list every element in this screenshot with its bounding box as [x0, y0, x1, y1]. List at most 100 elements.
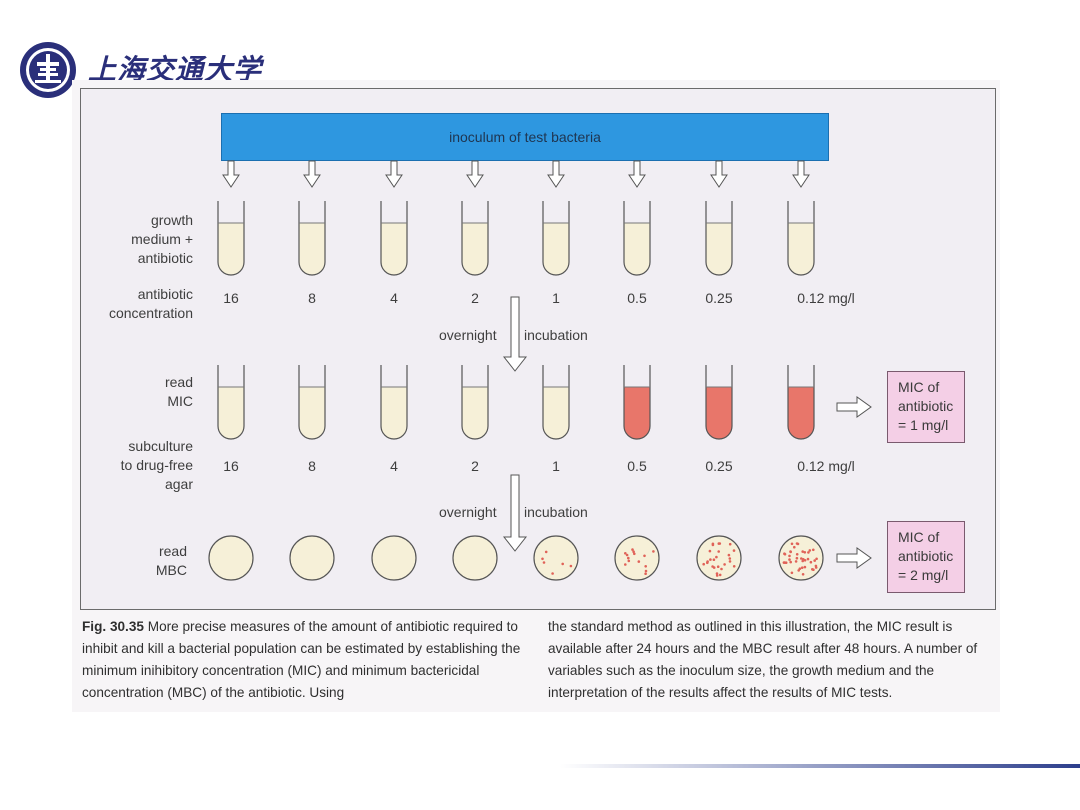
tube-growth-2 — [298, 201, 326, 276]
tube-growth-6 — [623, 201, 651, 276]
concentration-label: 16 — [223, 458, 239, 474]
colony-7-11 — [727, 553, 731, 557]
colony-8-24 — [815, 557, 818, 561]
colony-7-13 — [702, 562, 705, 566]
colony-8-27 — [796, 542, 800, 546]
colony-6-9 — [624, 563, 627, 566]
colony-6-13 — [625, 553, 629, 557]
tube-growth-4 — [461, 201, 489, 276]
colony-6-12 — [627, 559, 631, 563]
tube-growth-2-medium — [299, 223, 325, 275]
label-read-mic: read MIC — [164, 374, 193, 409]
caption-right-text: the standard method as outlined in this … — [548, 619, 978, 700]
tube-mic-8 — [787, 365, 815, 440]
tube-growth-3-medium — [381, 223, 407, 275]
tube-mic-7-medium — [706, 387, 732, 439]
tube-mic-5-medium — [543, 387, 569, 439]
colony-7-24 — [711, 542, 715, 546]
incubation-arrow-2 — [502, 474, 528, 552]
colony-8-6 — [807, 551, 810, 554]
label-antibiotic-concentration: antibiotic concentration — [108, 286, 193, 321]
incubation-label-left-1: overnight — [439, 327, 497, 343]
figure: inoculum of test bacteria growth medium … — [72, 80, 1000, 712]
label-read-mbc: read MBC — [155, 543, 187, 578]
colony-8-20 — [800, 557, 803, 560]
colony-8-10 — [801, 573, 805, 576]
colony-8-33 — [789, 560, 792, 564]
colony-7-22 — [712, 566, 716, 569]
inoculation-arrow-3 — [385, 160, 403, 188]
concentration-label: 0.12 mg/l — [797, 290, 855, 306]
colony-6-3 — [632, 550, 635, 553]
colony-7-9 — [728, 560, 732, 563]
colony-8-19 — [801, 550, 804, 553]
diagram-graphics — [208, 160, 872, 581]
colony-8-36 — [812, 568, 815, 571]
concentration-label: 2 — [471, 458, 479, 474]
tube-growth-7-medium — [706, 223, 732, 275]
colony-5-5 — [544, 550, 548, 554]
colony-5-3 — [542, 561, 546, 564]
mic-result-arrow — [836, 396, 872, 418]
tube-growth-5-medium — [543, 223, 569, 275]
colony-7-7 — [723, 563, 726, 566]
tube-mic-3 — [380, 365, 408, 440]
tube-mic-7 — [705, 365, 733, 440]
colony-6-5 — [637, 560, 641, 563]
colony-8-17 — [809, 560, 813, 564]
concentration-label: 4 — [390, 290, 398, 306]
colony-6-1 — [633, 552, 636, 556]
concentration-label: 0.25 — [705, 290, 733, 306]
incubation-arrow-1 — [502, 296, 528, 372]
caption-label: Fig. 30.35 — [82, 619, 144, 634]
agar-plate-6 — [614, 535, 660, 581]
inoculation-arrow-2 — [303, 160, 321, 188]
tube-growth-8 — [787, 201, 815, 276]
concentration-label: 2 — [471, 290, 479, 306]
colony-8-34 — [783, 552, 786, 555]
label-growth-medium: growth medium + antibiotic — [131, 212, 193, 266]
colony-6-8 — [643, 554, 646, 558]
colony-8-31 — [803, 565, 807, 569]
colony-6-14 — [644, 569, 648, 573]
tube-mic-3-medium — [381, 387, 407, 439]
tube-growth-5 — [542, 201, 570, 276]
colony-7-21 — [715, 555, 718, 559]
sjtu-emblem-icon — [20, 42, 76, 98]
colony-8-37 — [793, 545, 796, 549]
incubation-label-right-2: incubation — [524, 504, 588, 520]
colony-8-21 — [795, 553, 799, 556]
caption-left: Fig. 30.35 More precise measures of the … — [82, 616, 522, 704]
mic-result-box: MIC of antibiotic = 1 mg/l — [887, 371, 965, 443]
colony-8-23 — [788, 558, 791, 561]
tube-mic-1 — [217, 365, 245, 440]
concentration-label: 0.5 — [627, 290, 647, 306]
colony-6-11 — [644, 572, 647, 575]
tube-growth-7 — [705, 201, 733, 276]
concentration-label: 0.12 mg/l — [797, 458, 855, 474]
tube-growth-1 — [217, 201, 245, 276]
colony-8-25 — [784, 561, 788, 564]
colony-7-16 — [717, 550, 720, 553]
colony-8-7 — [806, 557, 810, 561]
colony-8-29 — [814, 564, 818, 568]
incubation-label-left-2: overnight — [439, 504, 497, 520]
inoculation-arrow-7 — [710, 160, 728, 188]
concentration-label: 1 — [552, 290, 560, 306]
diagram-panel: inoculum of test bacteria growth medium … — [80, 88, 996, 610]
colony-8-14 — [803, 551, 807, 554]
mbc-result-box: MIC of antibiotic = 2 mg/l — [887, 521, 965, 593]
inoculation-arrow-4 — [466, 160, 484, 188]
colony-5-1 — [541, 557, 544, 561]
colony-7-20 — [717, 542, 721, 545]
colony-8-38 — [812, 548, 815, 552]
colony-8-40 — [808, 549, 812, 552]
colony-8-18 — [800, 566, 804, 569]
colony-8-32 — [813, 559, 816, 562]
tube-growth-3 — [380, 201, 408, 276]
colony-5-2 — [561, 562, 564, 566]
colony-7-14 — [706, 560, 709, 563]
inoculum-banner: inoculum of test bacteria — [221, 113, 829, 161]
tube-mic-2 — [298, 365, 326, 440]
colony-7-18 — [728, 542, 732, 546]
